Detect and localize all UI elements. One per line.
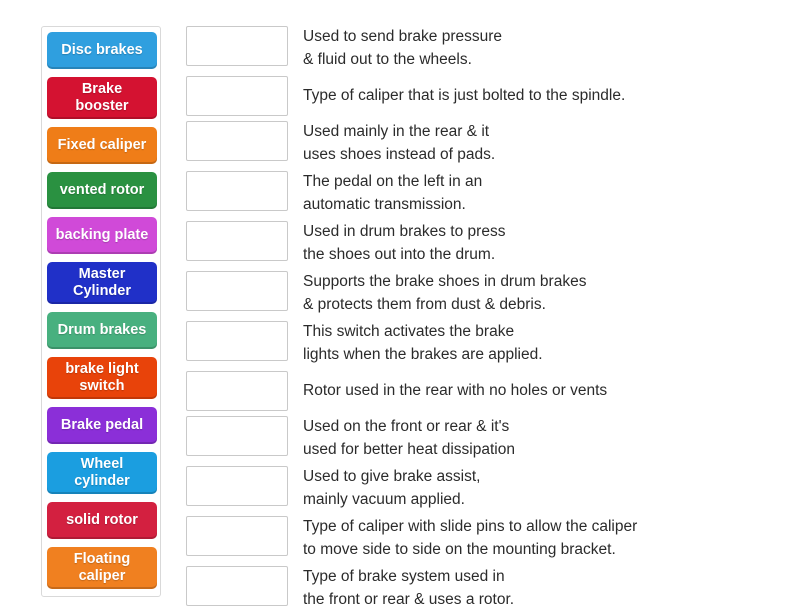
answer-row: Used on the front or rear & it's used fo… (186, 416, 786, 461)
definition-text: Supports the brake shoes in drum brakes … (303, 273, 587, 313)
definition-text: Type of caliper with slide pins to allow… (303, 518, 638, 558)
answer-dropzone[interactable] (186, 271, 288, 311)
answer-row: Type of caliper that is just bolted to t… (186, 76, 786, 116)
draggable-tile[interactable]: Fixed caliper (47, 127, 157, 164)
definition-text: The pedal on the left in an automatic tr… (303, 173, 483, 213)
definition-text: Rotor used in the rear with no holes or … (303, 382, 608, 399)
draggable-tile[interactable]: backing plate (47, 217, 157, 254)
answer-dropzone[interactable] (186, 466, 288, 506)
draggable-tile[interactable]: vented rotor (47, 172, 157, 209)
answer-dropzone[interactable] (186, 76, 288, 116)
definition-text: Used to send brake pressure & fluid out … (303, 28, 503, 68)
definition-text: Type of brake system used in the front o… (303, 568, 515, 608)
answer-row: Used to give brake assist, mainly vacuum… (186, 466, 786, 511)
answer-row: The pedal on the left in an automatic tr… (186, 171, 786, 216)
answer-row: Type of brake system used in the front o… (186, 566, 786, 611)
draggable-tile[interactable]: Wheel cylinder (47, 452, 157, 494)
definition-text: Used mainly in the rear & it uses shoes … (303, 123, 496, 163)
answer-row: Used mainly in the rear & it uses shoes … (186, 121, 786, 166)
answer-row: This switch activates the brake lights w… (186, 321, 786, 366)
answer-dropzone[interactable] (186, 321, 288, 361)
draggable-tile[interactable]: Brake booster (47, 77, 157, 119)
definition-text: Used on the front or rear & it's used fo… (303, 418, 515, 458)
answer-dropzone[interactable] (186, 121, 288, 161)
answer-dropzone[interactable] (186, 171, 288, 211)
answer-dropzone[interactable] (186, 26, 288, 66)
draggable-tile[interactable]: Floating caliper (47, 547, 157, 589)
answer-dropzone[interactable] (186, 371, 288, 411)
answer-dropzone[interactable] (186, 416, 288, 456)
definition-text: Type of caliper that is just bolted to t… (303, 87, 626, 104)
answer-row: Used in drum brakes to press the shoes o… (186, 221, 786, 266)
definition-text: Used to give brake assist, mainly vacuum… (303, 468, 481, 508)
definition-text: Used in drum brakes to press the shoes o… (303, 223, 506, 263)
answer-row: Used to send brake pressure & fluid out … (186, 26, 786, 71)
answer-dropzone[interactable] (186, 221, 288, 261)
definition-text: This switch activates the brake lights w… (303, 323, 543, 363)
draggable-tile[interactable]: Brake pedal (47, 407, 157, 444)
draggable-tile[interactable]: Disc brakes (47, 32, 157, 69)
draggable-tile[interactable]: Drum brakes (47, 312, 157, 349)
answer-rows-panel: Used to send brake pressure & fluid out … (186, 26, 786, 616)
answer-dropzone[interactable] (186, 516, 288, 556)
answer-row: Supports the brake shoes in drum brakes … (186, 271, 786, 316)
draggable-tile[interactable]: solid rotor (47, 502, 157, 539)
answer-row: Type of caliper with slide pins to allow… (186, 516, 786, 561)
answer-row: Rotor used in the rear with no holes or … (186, 371, 786, 411)
answer-dropzone[interactable] (186, 566, 288, 606)
draggable-tile[interactable]: Master Cylinder (47, 262, 157, 304)
draggable-tile[interactable]: brake light switch (47, 357, 157, 399)
